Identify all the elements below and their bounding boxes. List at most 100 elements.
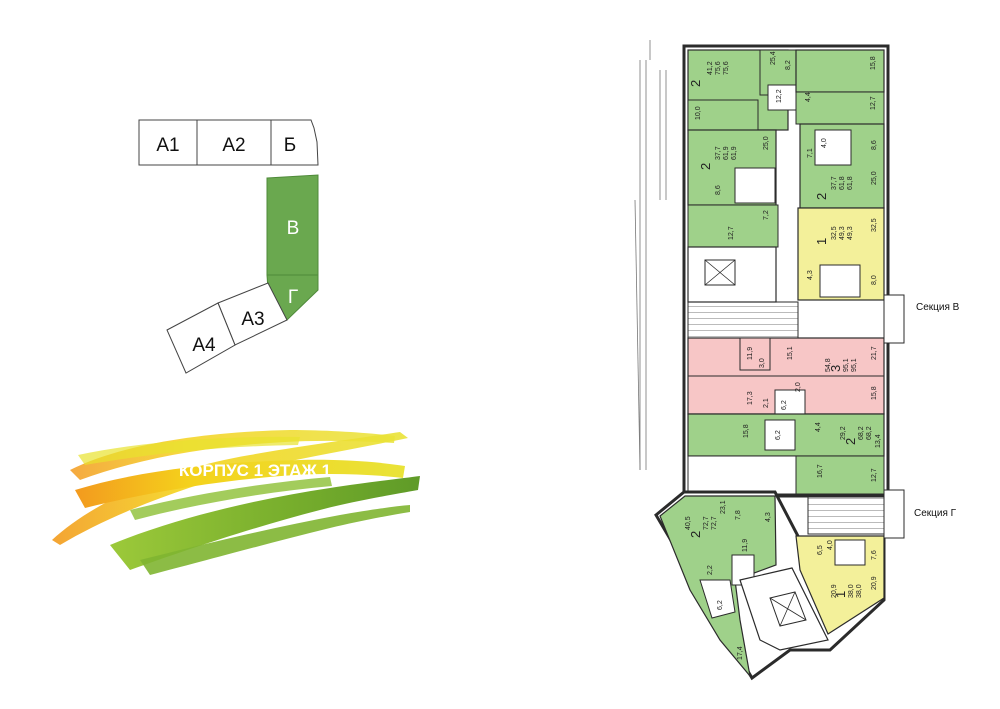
apartment-1[interactable]: 2 41,2 75,6 75,6 25,4 8,2 10,0 12,2	[687, 49, 797, 131]
apt1-room-a: 25,4	[770, 51, 777, 65]
apt4-room-a: 32,5	[871, 218, 878, 232]
key-section-a3[interactable]: А3	[217, 282, 288, 346]
apartment-8[interactable]: 1 20,9 38,0 38,0 6,5 4,0 7,6 20,9	[795, 535, 885, 635]
apt3-room-d: 4,0	[821, 138, 828, 148]
apt5-room-d: 21,7	[871, 346, 878, 360]
apt1-room-b: 8,2	[785, 60, 792, 70]
apt2-room-d: 7,2	[763, 210, 770, 220]
apartment-6[interactable]: 2 29,2 68,2 68,2 15,8 6,2 4,4 13,4 16,7 …	[687, 413, 885, 495]
key-label-a4: А4	[192, 335, 216, 356]
apt3-room-c: 7,1	[807, 148, 814, 158]
key-label-a1: А1	[156, 135, 179, 156]
apt6-room-a: 15,8	[743, 424, 750, 438]
apt7-room-e: 2,2	[707, 565, 714, 575]
apt5-area-full: 95,1	[851, 358, 858, 372]
key-section-b[interactable]: Б	[270, 119, 319, 166]
apt6-room-b: 6,2	[775, 430, 782, 440]
apt5-room-f: 2,1	[763, 398, 770, 408]
apt8-area-living: 20,9	[831, 584, 838, 598]
apt6-room-d: 13,4	[875, 434, 882, 448]
apt6-room-e: 16,7	[817, 464, 824, 478]
apt4-area-living: 32,5	[831, 226, 838, 240]
key-label-b: Б	[284, 135, 296, 156]
apt8-rooms: 1	[833, 591, 848, 598]
entrance-g	[883, 489, 905, 539]
apt1-area-total: 75,6	[715, 61, 722, 75]
apt2-room-c: 12,7	[728, 226, 735, 240]
apt4-room-b: 4,3	[807, 270, 814, 280]
section-label-g: Секция Г	[914, 508, 957, 519]
apt1-room-c: 10,0	[695, 106, 702, 120]
apt1-room-g: 4,4	[805, 92, 812, 102]
apt3-room-a: 25,0	[871, 171, 878, 185]
apt5-room-a: 11,9	[747, 347, 754, 360]
apt8-area-full: 38,0	[856, 584, 863, 598]
apt8-room-a: 6,5	[817, 545, 824, 555]
apt2-area-full: 61,9	[731, 146, 738, 160]
apt2-area-living: 37,7	[715, 146, 722, 160]
apt6-room-f: 12,7	[871, 468, 878, 482]
apt4-area-full: 49,3	[847, 226, 854, 240]
key-section-a2[interactable]: А2	[196, 119, 272, 166]
apt6-area-living: 29,2	[840, 426, 847, 440]
apt3-rooms: 2	[814, 193, 829, 200]
apt5-room-e: 17,3	[747, 391, 754, 405]
apt8-room-b: 4,0	[827, 540, 834, 550]
core-section-g	[739, 567, 829, 651]
apt4-room-c: 8,0	[871, 275, 878, 285]
key-label-g: Г	[288, 287, 298, 308]
entrance-v	[883, 294, 905, 344]
apt5-area-total: 95,1	[843, 358, 850, 372]
apartment-1-east[interactable]: 15,8 12,7 4,4	[795, 49, 885, 125]
apt7-room-d: 11,9	[742, 539, 749, 552]
apartment-4[interactable]: 1 32,5 49,3 49,3 32,5 4,3 8,0	[797, 207, 885, 301]
apt6-rooms: 2	[843, 438, 858, 445]
key-label-v: В	[287, 218, 300, 239]
site-lines	[634, 40, 667, 471]
apt7-rooms: 2	[688, 531, 703, 538]
apartment-5[interactable]: 3 54,8 95,1 95,1 11,9 15,1 3,0 21,7 17,3…	[687, 337, 885, 415]
key-plan: А1 А2 Б В Г А3 А4	[138, 119, 319, 374]
apt8-room-d: 20,9	[871, 576, 878, 590]
apt8-area-total: 38,0	[848, 584, 855, 598]
apt8-room-c: 7,6	[871, 550, 878, 560]
apt5-rooms: 3	[828, 365, 843, 372]
apt7-room-c: 4,3	[765, 512, 772, 522]
apartment-3[interactable]: 2 37,7 61,8 61,8 25,0 8,6 7,1 4,0	[799, 123, 885, 209]
apt2-room-a: 25,0	[763, 136, 770, 150]
apt5-room-b: 15,1	[787, 346, 794, 360]
apt6-area-full: 68,2	[866, 426, 873, 440]
key-section-a1[interactable]: А1	[138, 119, 198, 166]
apt1-room-e: 15,8	[870, 56, 877, 70]
floor-plan: 2 41,2 75,6 75,6 25,4 8,2 10,0 12,2 15,8…	[634, 40, 905, 681]
apt7-room-f: 6,2	[717, 600, 724, 610]
apt3-room-b: 8,6	[871, 140, 878, 150]
apt2-rooms: 2	[698, 163, 713, 170]
apt7-area-total: 72,7	[703, 516, 710, 530]
apt1-area-living: 41,2	[707, 61, 714, 75]
apt7-area-living: 40,5	[685, 516, 692, 530]
key-section-a4[interactable]: А4	[166, 302, 236, 374]
apt7-room-b: 7,8	[735, 510, 742, 520]
apt7-room-g: 17,4	[737, 646, 744, 660]
apt1-room-d: 12,2	[776, 89, 783, 103]
apt5-area-living: 54,8	[825, 358, 832, 372]
apt5-room-h: 2,0	[795, 382, 802, 392]
apt5-room-g: 6,2	[781, 400, 788, 410]
core-section-v	[687, 246, 799, 339]
apt7-area-full: 72,7	[711, 516, 718, 530]
apt6-room-c: 4,4	[815, 422, 822, 432]
apt3-area-living: 37,7	[831, 176, 838, 190]
apt1-room-f: 12,7	[870, 96, 877, 110]
apt3-area-full: 61,8	[847, 176, 854, 190]
apt3-area-total: 61,8	[839, 176, 846, 190]
apt2-room-b: 8,6	[715, 185, 722, 195]
apt4-area-total: 49,3	[839, 226, 846, 240]
apartment-2[interactable]: 2 37,7 61,9 61,9 25,0 8,6 12,7 7,2	[687, 129, 779, 248]
section-label-v: Секция В	[916, 302, 960, 313]
key-section-v[interactable]: В	[266, 174, 319, 276]
apt1-rooms: 2	[688, 80, 703, 87]
apt1-area-full: 75,6	[723, 61, 730, 75]
apt2-area-total: 61,9	[723, 146, 730, 160]
